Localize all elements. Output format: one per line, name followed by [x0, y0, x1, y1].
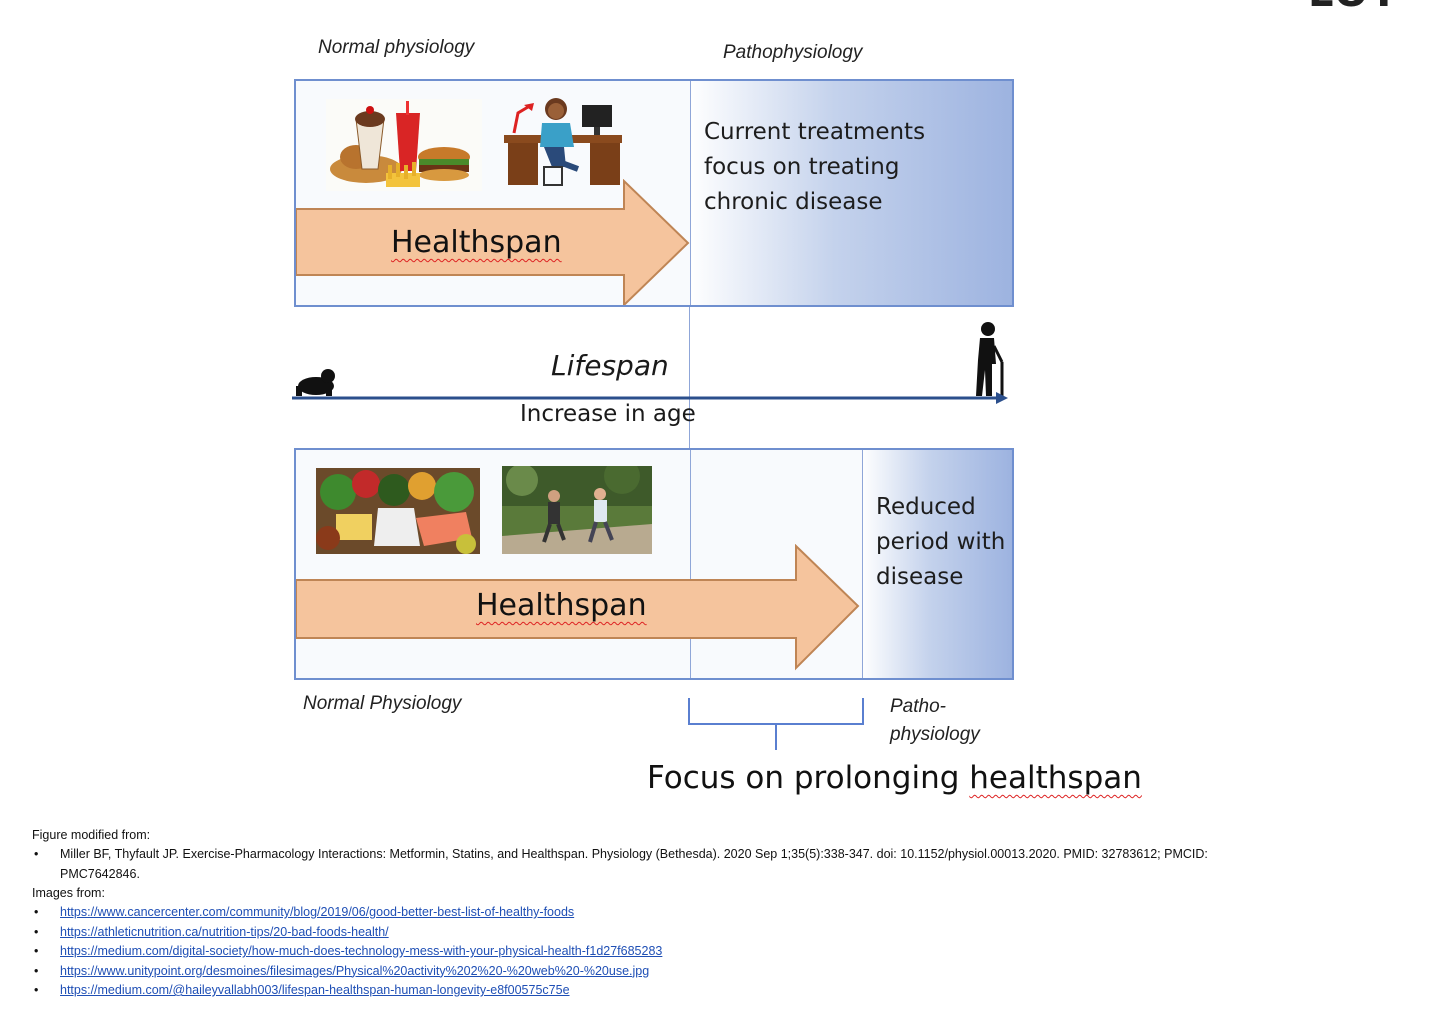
focus-caption-healthspan: healthspan: [969, 760, 1142, 796]
focus-caption-text: Focus on prolonging: [647, 760, 960, 796]
image-link-list: https://www.cancercenter.com/community/b…: [32, 903, 1432, 1001]
top-path-text-line: focus on treating: [704, 154, 900, 180]
image-source-link[interactable]: https://www.cancercenter.com/community/b…: [60, 905, 575, 919]
top-path-text-line: Current treatments: [704, 119, 926, 145]
bottom-panel: Healthspan Reduced period with disease: [294, 448, 1014, 680]
top-healthspan-label: Healthspan: [391, 225, 562, 260]
top-pathophysiology-region: [690, 81, 1012, 305]
image-source-link[interactable]: https://medium.com/digital-society/how-m…: [60, 944, 663, 958]
top-normal-physiology-label: Normal physiology: [318, 37, 475, 58]
bottom-path-text-line: Reduced: [876, 494, 976, 520]
bottom-pathophysiology-line: physiology: [890, 724, 980, 745]
top-healthspan-arrow: [296, 179, 690, 305]
image-link-item: https://www.cancercenter.com/community/b…: [34, 903, 1432, 923]
lifespan-axis: [292, 392, 1008, 404]
elderly-with-cane-icon: [976, 322, 1004, 396]
image-link-item: https://medium.com/@haileyvallabh003/lif…: [34, 981, 1432, 1001]
top-path-text: Current treatments focus on treating chr…: [704, 115, 925, 220]
healthspan-gain-bracket: [688, 698, 864, 750]
citation-line: PMC7642846.: [60, 866, 140, 881]
image-source-link[interactable]: https://medium.com/@haileyvallabh003/lif…: [60, 983, 570, 997]
citation-list: Miller BF, Thyfault JP. Exercise-Pharmac…: [32, 845, 1432, 884]
top-boundary-line: [690, 81, 691, 305]
figure-source-heading: Figure modified from:: [32, 828, 151, 842]
image-source-link[interactable]: https://athleticnutrition.ca/nutrition-t…: [60, 924, 389, 939]
healthy-food-image: [316, 468, 480, 554]
bottom-healthspan-label: Healthspan: [476, 588, 647, 623]
bottom-pathophysiology-label: Patho- physiology: [890, 693, 980, 749]
image-link-item: https://www.unitypoint.org/desmoines/fil…: [34, 962, 1432, 982]
bottom-boundary-line: [862, 450, 863, 678]
top-path-text-line: chronic disease: [704, 189, 883, 215]
lifespan-title: Lifespan: [551, 349, 669, 382]
bottom-path-text: Reduced period with disease: [876, 490, 1005, 595]
fast-food-image: [326, 99, 482, 191]
bottom-path-text-line: disease: [876, 564, 964, 590]
center-divider-line: [689, 307, 690, 449]
bottom-pathophysiology-region: [862, 450, 1012, 678]
bottom-normal-physiology-label: Normal Physiology: [303, 693, 462, 714]
citation-item: Miller BF, Thyfault JP. Exercise-Pharmac…: [34, 845, 1432, 884]
bottom-pathophysiology-line: Patho-: [890, 696, 946, 717]
image-source-link[interactable]: https://www.unitypoint.org/desmoines/fil…: [60, 963, 650, 978]
corner-cropped-text: LOT: [1308, 0, 1399, 16]
top-pathophysiology-label: Pathophysiology: [723, 42, 863, 63]
image-link-item: https://medium.com/digital-society/how-m…: [34, 942, 1432, 962]
increase-in-age-label: Increase in age: [520, 401, 696, 427]
bottom-path-text-line: period with: [876, 529, 1006, 555]
references-block: Figure modified from: Miller BF, Thyfaul…: [32, 826, 1432, 1001]
citation-line: Miller BF, Thyfault JP. Exercise-Pharmac…: [60, 847, 1208, 861]
image-link-item: https://athleticnutrition.ca/nutrition-t…: [34, 923, 1432, 943]
bottom-age-divider: [690, 450, 691, 678]
desk-worker-image: [504, 97, 624, 189]
baby-crawling-icon: [296, 369, 335, 396]
runners-image: [502, 458, 652, 554]
focus-caption: Focus on prolonging healthspan: [647, 760, 1142, 796]
images-source-heading: Images from:: [32, 886, 105, 900]
bottom-healthspan-arrow: [296, 544, 860, 671]
top-panel: Healthspan Current treatments focus on t…: [294, 79, 1014, 307]
